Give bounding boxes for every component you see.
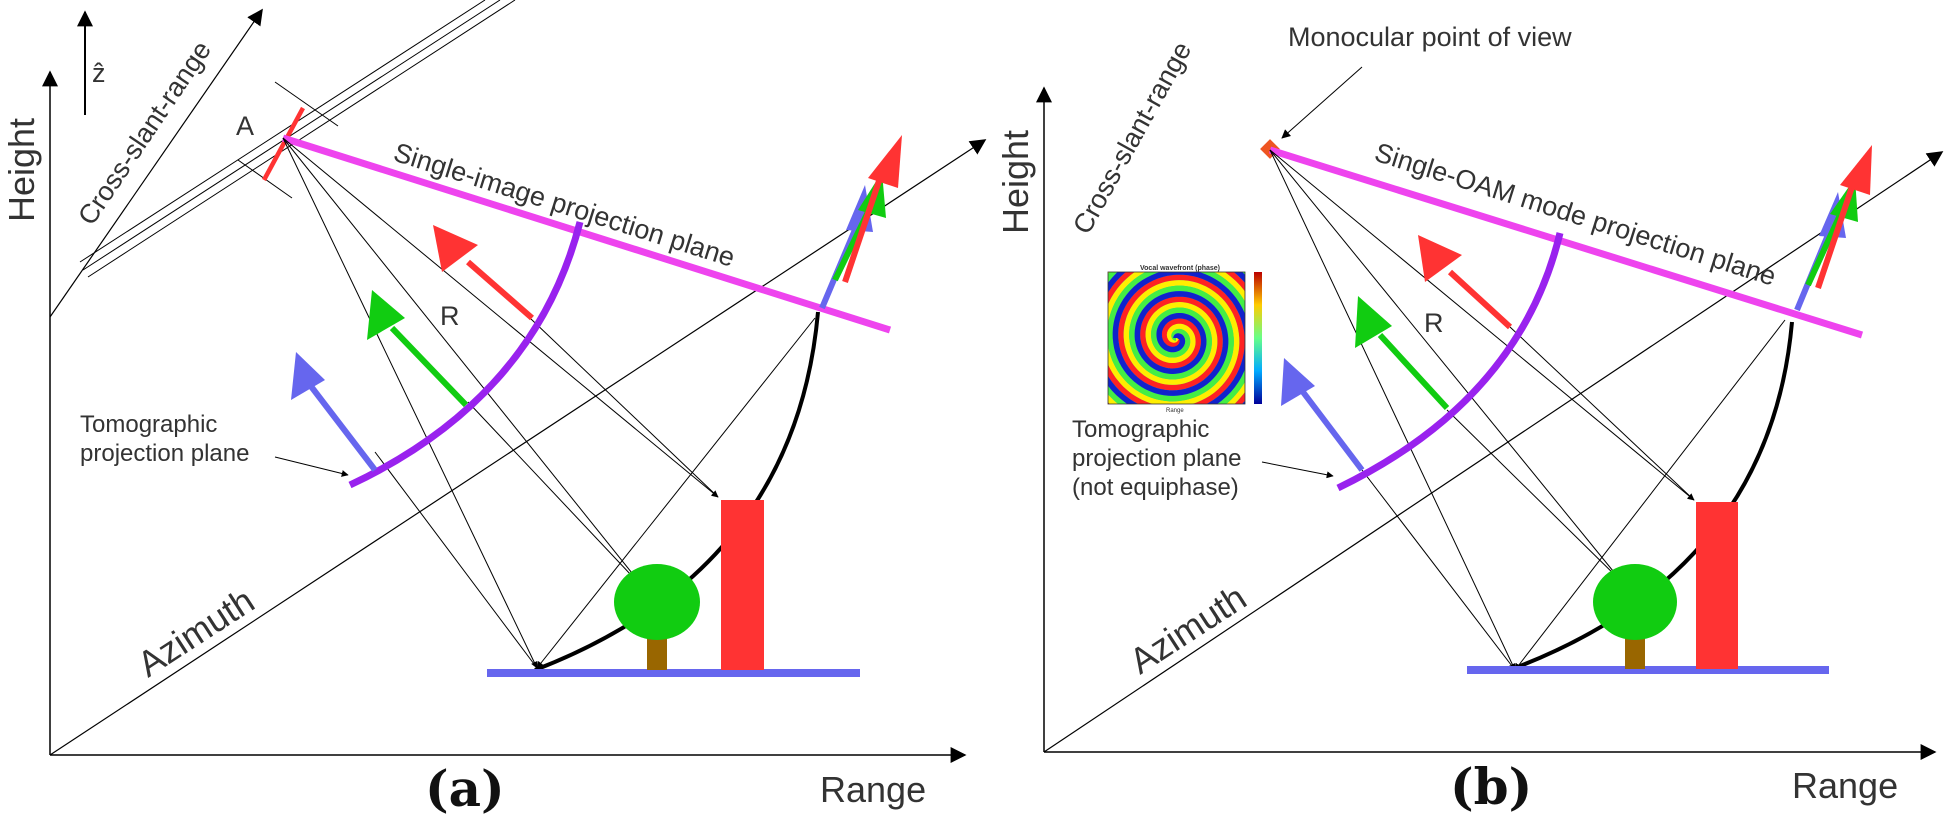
azimuth-label: Azimuth <box>130 579 261 684</box>
azimuth-axis <box>49 139 987 756</box>
spiral-band-green <box>1108 272 1245 404</box>
panel-a: ẑ <box>1 0 987 818</box>
spiral-band-red <box>1108 272 1245 404</box>
green-vector-far <box>1805 213 1843 287</box>
normal-vectors <box>1281 145 1872 472</box>
red-vector <box>1447 269 1513 330</box>
red-vector <box>466 259 534 321</box>
inset-xlabel: Range <box>1166 408 1184 414</box>
tree-crown <box>614 564 700 640</box>
azimuth-axis <box>1043 151 1944 753</box>
height-label: Height <box>1 118 42 222</box>
inset-title: Vocal wavefront (phase) <box>1140 265 1220 272</box>
cross-slant-range-label: Cross-slant-range <box>1067 37 1197 239</box>
inset-frame <box>1107 271 1246 405</box>
tomographic-label-line1: Tomographic <box>1072 416 1209 443</box>
monocular-viewpoint-label: Monocular point of view <box>1288 22 1572 52</box>
cross-slant-range-axis <box>49 8 263 318</box>
tomo-label-pointer <box>274 456 349 477</box>
red-vector-head <box>1418 235 1462 282</box>
single-image-projection-plane <box>281 134 892 334</box>
viewpoint-pointer <box>1281 66 1363 139</box>
ground <box>487 669 860 677</box>
blue-vector <box>307 383 378 472</box>
tomographic-projection-plane <box>348 221 584 489</box>
tomo-label-pointer <box>1261 461 1334 479</box>
green-vector <box>389 325 469 408</box>
z-hat-label: ẑ <box>92 58 106 88</box>
inset-colorbar <box>1254 272 1262 404</box>
parallel-lines <box>79 0 516 278</box>
blue-vector-head <box>1281 358 1315 406</box>
tree-crown <box>1593 564 1677 640</box>
green-vector-head <box>1355 296 1392 348</box>
phase-wavefront-inset: Vocal wavefront (phase) Range <box>1107 265 1262 414</box>
building <box>721 500 764 670</box>
ground <box>1467 666 1829 674</box>
green-vector <box>1377 332 1450 411</box>
tree-trunk <box>647 633 667 670</box>
tomographic-label-line2: projection plane <box>80 440 249 467</box>
green-vector-head <box>367 290 405 340</box>
r-label: R <box>440 301 460 331</box>
tomographic-label-line3: (not equiphase) <box>1072 474 1239 501</box>
normal-vectors <box>291 135 902 472</box>
single-oam-mode-projection-plane <box>1268 146 1864 339</box>
red-vector-far <box>1815 177 1858 289</box>
range-label: Range <box>1792 765 1898 806</box>
point-a-label: A <box>236 111 254 141</box>
synthetic-aperture <box>262 106 305 182</box>
azimuth-label: Azimuth <box>1122 576 1253 681</box>
aperture-tick-top <box>274 81 339 127</box>
r-label: R <box>1424 308 1444 338</box>
red-vector-far <box>842 171 885 283</box>
panel-b: Vocal wavefront (phase) Range Height Cro… <box>995 22 1944 816</box>
tomographic-projection-plane <box>1336 232 1564 492</box>
building <box>1696 502 1738 669</box>
blue-vector-head <box>291 352 325 400</box>
range-label: Range <box>820 769 926 810</box>
tomographic-label-line2: projection plane <box>1072 445 1241 472</box>
tomographic-label-line1: Tomographic <box>80 411 217 438</box>
red-vector-head <box>433 225 478 272</box>
caption-a: (a) <box>425 759 505 818</box>
red-vector-far-head <box>868 135 902 188</box>
height-label: Height <box>995 130 1036 234</box>
blue-vector <box>1300 390 1365 472</box>
rays <box>1269 149 1786 671</box>
caption-b: (b) <box>1450 757 1532 816</box>
red-vector-far-head <box>1840 145 1872 195</box>
tree-trunk <box>1625 632 1645 669</box>
rays <box>282 137 816 669</box>
